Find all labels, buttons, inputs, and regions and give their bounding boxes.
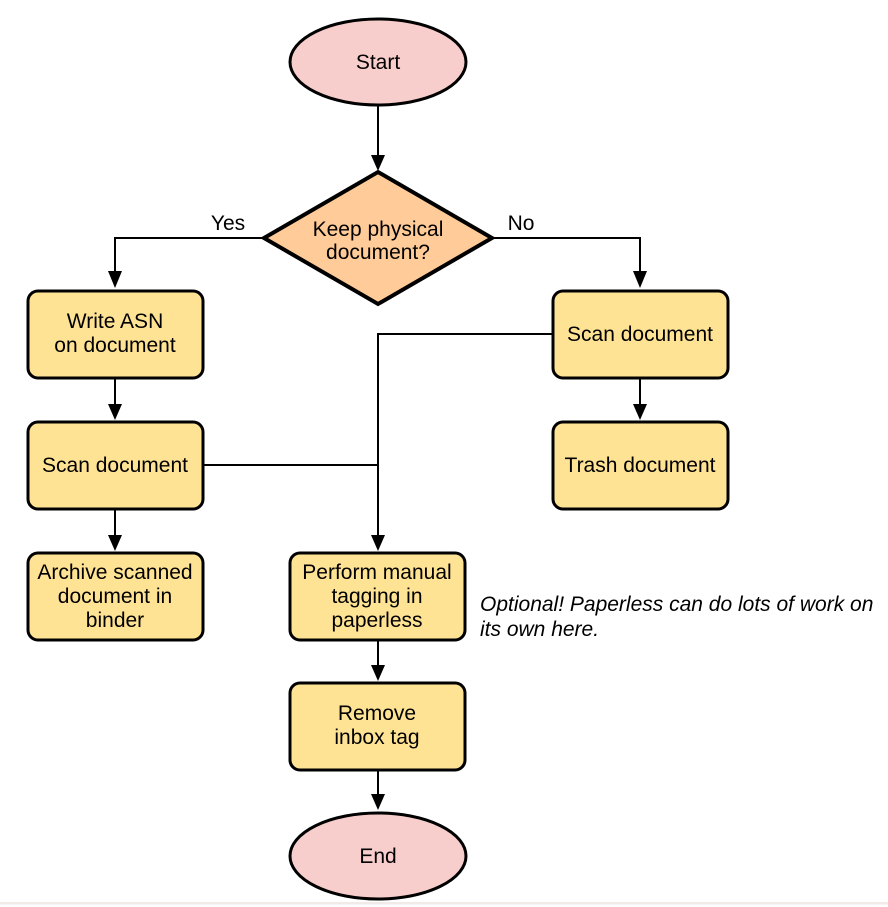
edge-writeasn-to-scan	[108, 378, 122, 420]
node-label: Remove	[338, 702, 416, 725]
node-label: Keep physical	[313, 218, 444, 241]
edge-scan-to-archive	[108, 509, 122, 551]
edge-scanright-to-trash	[633, 378, 647, 420]
node-label: on document	[54, 334, 176, 357]
node-label: binder	[86, 609, 144, 632]
annotation-optional-note: Optional! Paperless can do lots of work …	[480, 593, 873, 641]
node-process-archive-binder: Archive scanned document in binder	[26, 551, 205, 642]
terminal-ellipse	[288, 17, 468, 107]
edge-label-yes: Yes	[211, 212, 245, 235]
arrowhead-icon	[108, 535, 122, 551]
node-label: document?	[326, 241, 430, 264]
arrowhead-icon	[371, 794, 385, 810]
process-box	[551, 420, 730, 511]
edge-scanright-to-tagging	[371, 333, 553, 551]
process-box	[26, 420, 205, 511]
node-label: Archive scanned	[37, 561, 192, 584]
node-end-terminal: End	[288, 811, 468, 901]
edge-label-no: No	[508, 212, 535, 235]
node-process-manual-tagging: Perform manual tagging in paperless	[288, 551, 467, 642]
node-decision-keep-physical: Keep physical document?	[260, 169, 496, 307]
node-label: Perform manual	[302, 561, 451, 584]
node-label: Scan document	[42, 454, 188, 477]
edge-decision-no: No	[492, 212, 647, 288]
node-label: tagging in	[331, 585, 422, 608]
node-process-write-asn: Write ASN on document	[26, 289, 205, 380]
edge-decision-yes: Yes	[108, 212, 264, 288]
arrowhead-icon	[633, 271, 647, 288]
node-process-scan-document-left: Scan document	[26, 420, 205, 511]
edge-tagging-to-remove	[371, 640, 385, 681]
decision-diamond	[260, 169, 496, 307]
node-label: Trash document	[565, 454, 716, 477]
process-box	[26, 551, 205, 642]
arrowhead-icon	[371, 155, 385, 171]
terminal-ellipse	[288, 811, 468, 901]
edge-line	[114, 237, 264, 272]
node-process-trash-document: Trash document	[551, 420, 730, 511]
node-label: Write ASN	[67, 310, 163, 333]
node-label: paperless	[331, 609, 422, 632]
edge-line	[377, 333, 553, 535]
edge-start-to-decision	[371, 105, 385, 171]
arrowhead-icon	[371, 535, 385, 551]
arrowhead-icon	[108, 404, 122, 420]
node-label: Scan document	[567, 323, 713, 346]
node-label: inbox tag	[334, 726, 419, 749]
node-label: End	[359, 845, 396, 868]
process-box	[551, 289, 730, 380]
node-start-terminal: Start	[288, 17, 468, 107]
edge-remove-to-end	[371, 769, 385, 810]
process-box	[288, 551, 467, 642]
node-label: Start	[356, 51, 401, 74]
node-process-scan-document-right: Scan document	[551, 289, 730, 380]
arrowhead-icon	[371, 665, 385, 681]
process-box	[288, 681, 467, 772]
node-label: document in	[58, 585, 172, 608]
node-process-remove-inbox-tag: Remove inbox tag	[288, 681, 467, 772]
arrowhead-icon	[633, 404, 647, 420]
annotation-text: Optional! Paperless can do lots of work …	[480, 593, 873, 616]
annotation-text: its own here.	[480, 618, 599, 641]
edge-line	[492, 237, 641, 272]
footer-divider	[0, 902, 888, 905]
arrowhead-icon	[108, 271, 122, 288]
process-box	[26, 289, 205, 380]
